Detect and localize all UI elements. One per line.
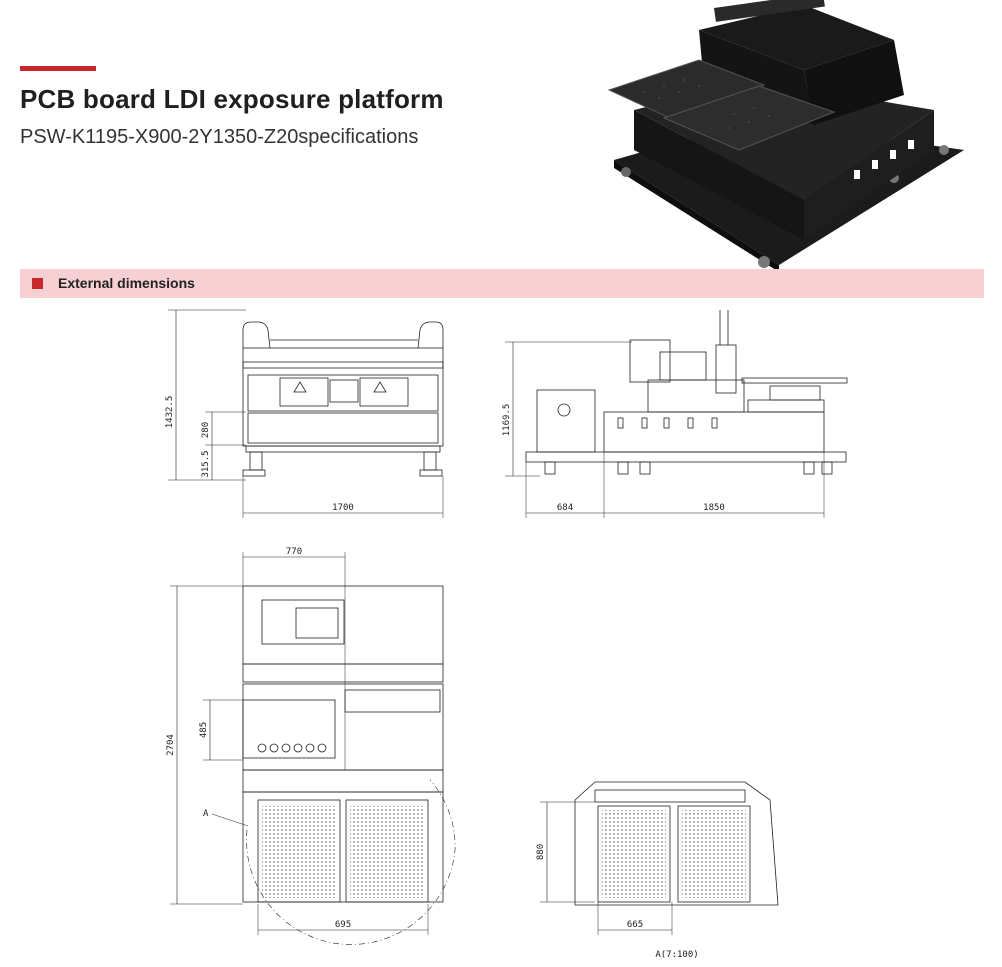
section-square-icon <box>32 278 43 289</box>
front-view-drawing <box>168 309 444 518</box>
section-header-bar: External dimensions <box>20 269 984 298</box>
product-photo <box>607 0 964 270</box>
top-2704-label: 2704 <box>166 734 176 756</box>
page-subtitle: PSW-K1195-X900-2Y1350-Z20specifications <box>20 126 419 148</box>
front-280-label: 280 <box>201 422 211 438</box>
detail-880-label: 880 <box>536 844 546 860</box>
front-height-label: 1432.5 <box>165 396 175 429</box>
page-title: PCB board LDI exposure platform <box>20 84 444 114</box>
section-label: External dimensions <box>58 275 195 291</box>
front-width-label: 1700 <box>332 503 354 513</box>
side-1850-label: 1850 <box>703 503 725 513</box>
top-695-label: 695 <box>335 920 351 930</box>
side-684-label: 684 <box>557 503 573 513</box>
top-view-drawing <box>170 552 456 945</box>
top-485-label: 485 <box>199 722 209 738</box>
title-accent-bar <box>20 66 96 71</box>
detail-view-drawing <box>540 781 779 935</box>
top-770-label: 770 <box>286 547 302 557</box>
side-height-label: 1169.5 <box>502 404 512 437</box>
detail-caption: A(7:100) <box>655 950 698 960</box>
detail-665-label: 665 <box>627 920 643 930</box>
tray-grid-dots <box>262 806 746 898</box>
side-view-drawing <box>505 310 848 518</box>
top-a-label: A <box>203 809 209 819</box>
front-315-label: 315.5 <box>201 450 211 477</box>
